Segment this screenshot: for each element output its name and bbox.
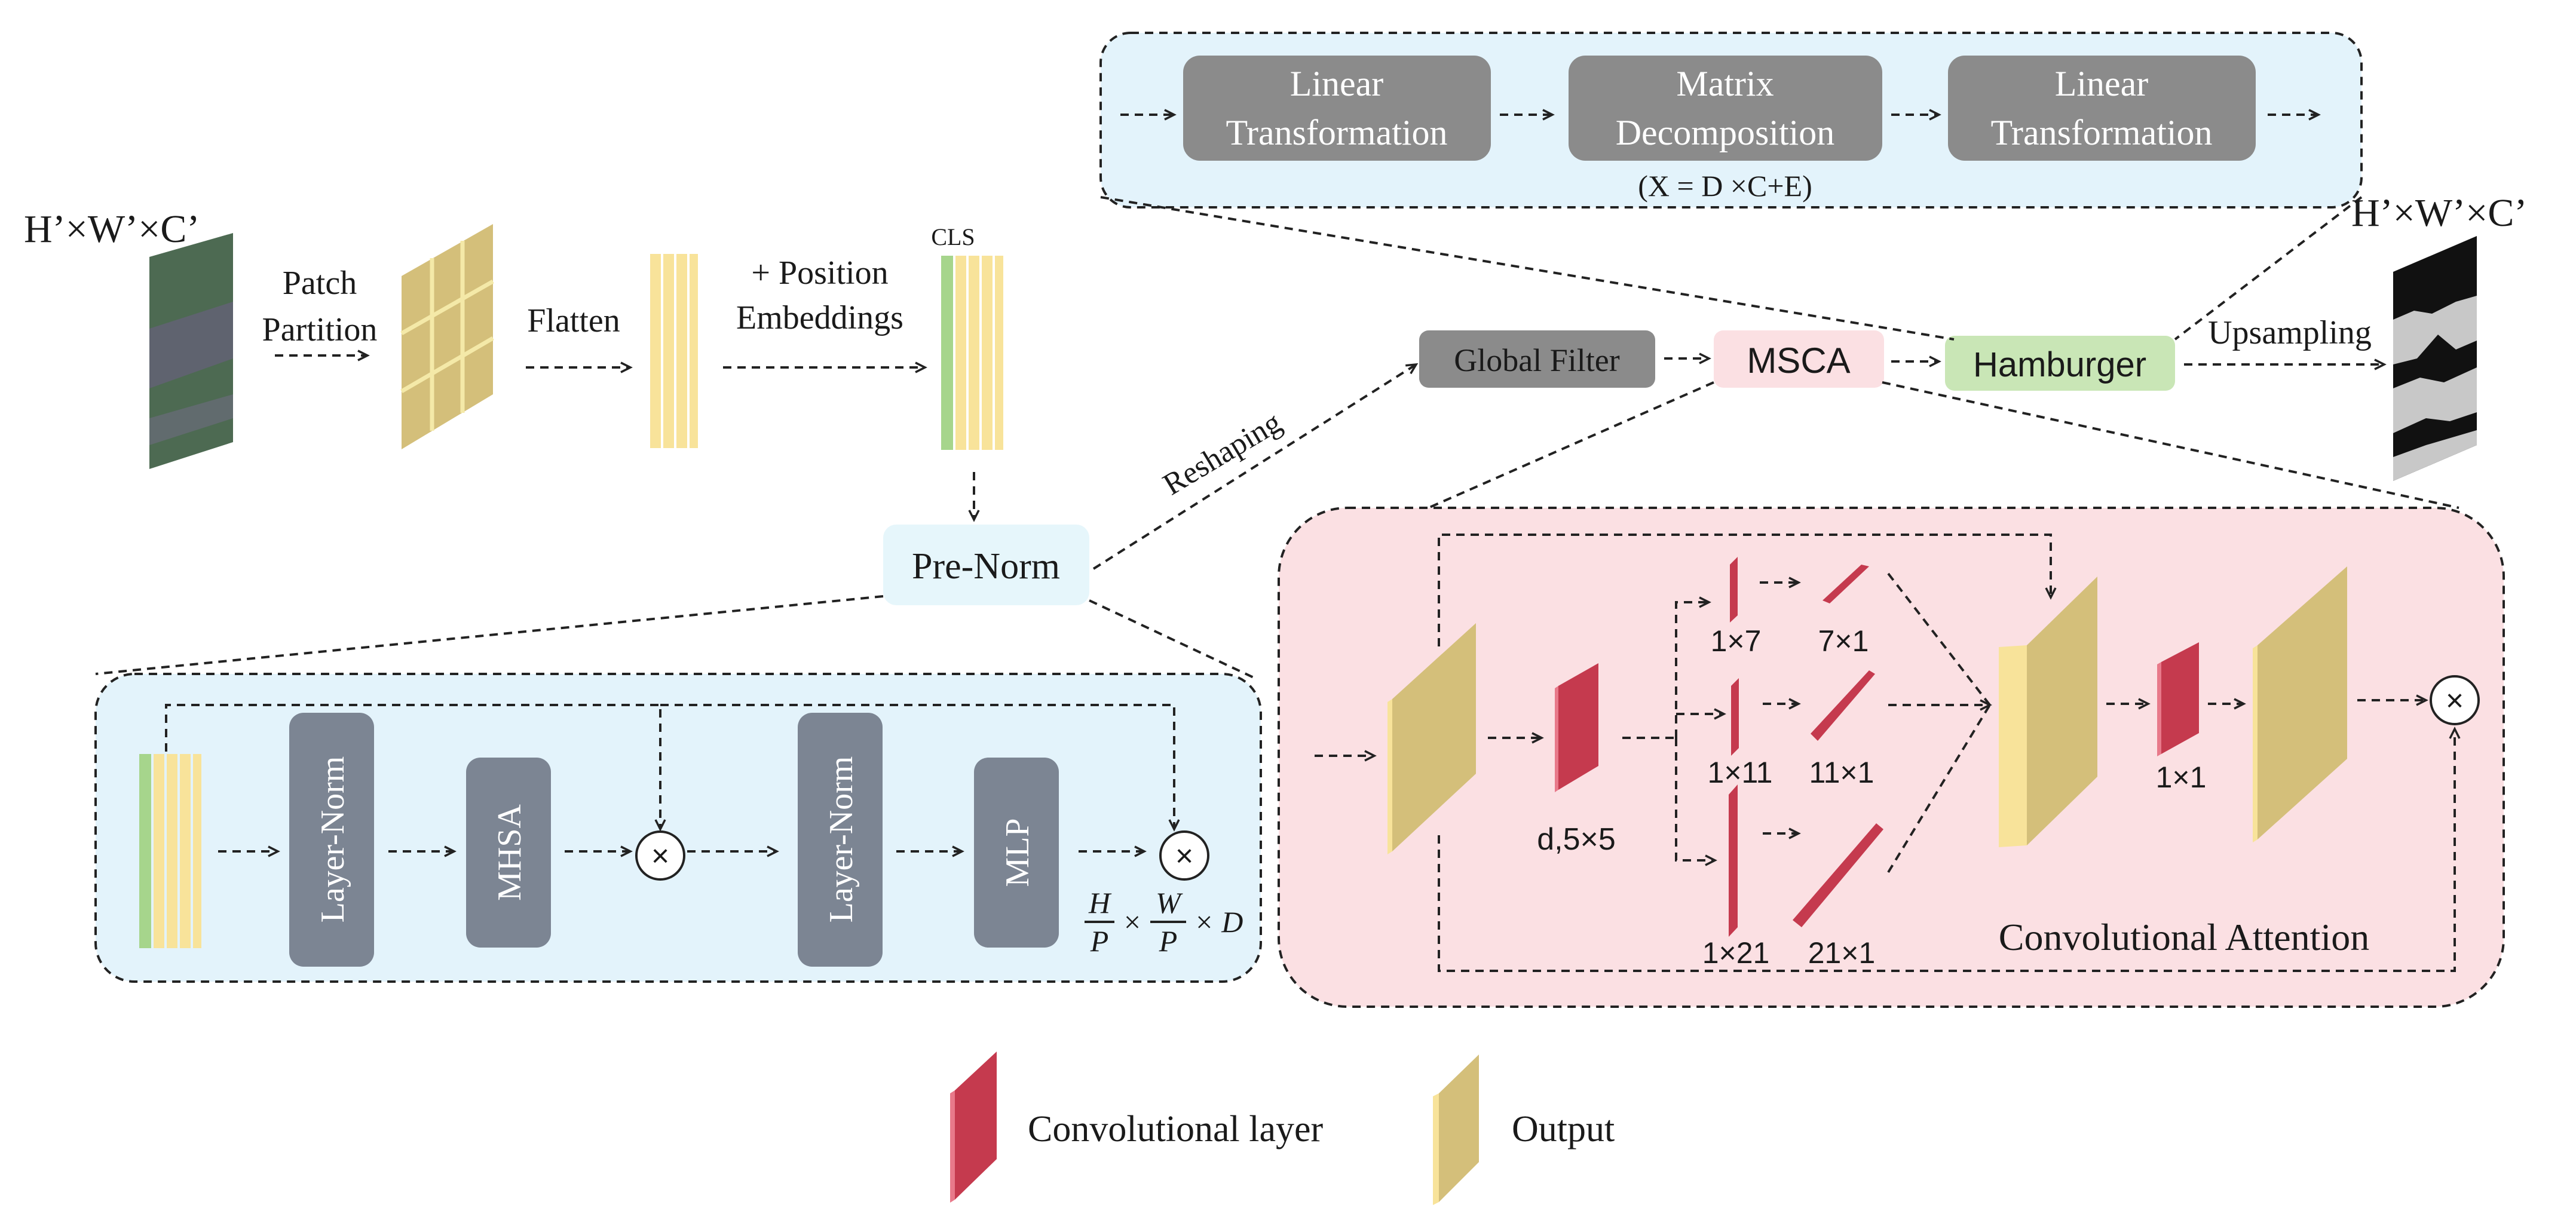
mlp-box [974, 758, 1059, 948]
hamburger-label: Hamburger [1973, 345, 2146, 384]
multiply-node-1 [635, 830, 685, 881]
matrix-decomposition-box [1569, 56, 1882, 161]
multiply-sign-1: × [651, 839, 669, 873]
attention-output-map [2253, 566, 2347, 842]
pre-norm-box [883, 525, 1089, 605]
svg-text:H: H [1088, 886, 1112, 919]
linear2-line1: Linear [2055, 64, 2149, 103]
legend-output-swatch [1433, 1055, 1479, 1205]
conv-attention-panel-bg [1278, 507, 2505, 1008]
conv-attention-title: Convolutional Attention [1999, 916, 2369, 958]
patch-label-2: Partition [262, 311, 378, 348]
input-dims: H’×W’×C’ [24, 207, 200, 251]
svg-text:W: W [1156, 886, 1183, 919]
layer-norm-box-1 [289, 713, 374, 967]
layer-norm-label-2: Layer-Norm [823, 756, 860, 923]
mhsa-label: MHSA [491, 804, 528, 901]
legend-conv-label: Convolutional layer [1028, 1109, 1324, 1150]
linear1-line2: Transformation [1226, 113, 1447, 152]
patch-grid [400, 224, 494, 449]
conv-d5x5 [1555, 663, 1598, 792]
transformer-block: Layer-Norm MHSA × Layer-Norm MLP × H P ×… [94, 673, 1262, 983]
conv-21x1 [1793, 823, 1883, 927]
matrix-line2: Decomposition [1616, 113, 1835, 152]
linear1-line1: Linear [1290, 64, 1384, 103]
k1x7-label: 1×7 [1711, 624, 1762, 658]
msca-box [1714, 330, 1884, 388]
linear2-line2: Transformation [1990, 113, 2212, 152]
d5x5-label: d,5×5 [1537, 822, 1616, 857]
token-dims-formula: H P × W P × D [1085, 886, 1243, 958]
global-filter-label: Global Filter [1454, 342, 1619, 378]
svg-text:P: P [1090, 924, 1109, 958]
svg-text:P: P [1159, 924, 1178, 958]
linear-transformation-box-1 [1183, 56, 1491, 161]
k1x1-label: 1×1 [2156, 761, 2207, 794]
linear-transformation-box-2 [1948, 56, 2256, 161]
k21x1-label: 21×1 [1808, 936, 1876, 970]
flattened-tokens [650, 254, 698, 448]
output-dims: H’×W’×C’ [2351, 191, 2527, 235]
layer-norm-box-2 [798, 713, 883, 967]
global-filter-box [1419, 330, 1655, 388]
transformer-panel-bg [94, 673, 1262, 983]
flatten-label: Flatten [527, 302, 620, 339]
conv-multiply-sign: × [2446, 683, 2464, 718]
conv-multiply-node [2430, 675, 2480, 725]
aggregated-feature-map [1999, 577, 2097, 847]
patch-label-1: Patch [283, 265, 357, 302]
svg-text:×: × [1124, 905, 1141, 939]
hamburger-box [1945, 336, 2175, 391]
legend: Convolutional layer Output [950, 1052, 1615, 1205]
k1x11-label: 1×11 [1708, 756, 1773, 789]
reshaping-label: Reshaping [1157, 405, 1288, 502]
hamburger-detail-panel: Linear Transformation Matrix Decompositi… [1099, 32, 2363, 209]
legend-output-label: Output [1512, 1109, 1615, 1150]
multiply-node-2 [1159, 830, 1209, 881]
msca-label: MSCA [1747, 341, 1850, 381]
input-image-texture [149, 302, 233, 388]
mlp-label: MLP [999, 818, 1036, 887]
k7x1-label: 7×1 [1818, 624, 1869, 658]
output-mask [2393, 236, 2477, 481]
legend-conv-swatch [950, 1052, 997, 1203]
matrix-line1: Matrix [1676, 64, 1774, 103]
k11x1-label: 11×1 [1809, 756, 1874, 789]
conv-1x11 [1731, 678, 1739, 756]
conv-11x1 [1811, 670, 1875, 741]
mhsa-box [466, 758, 551, 948]
conv-7x1 [1823, 565, 1869, 603]
upsampling-label: Upsampling [2208, 314, 2372, 351]
position-label-1: + Position [751, 255, 888, 292]
cls-label: CLS [931, 223, 975, 250]
input-row: H’×W’×C’ Patch Partition Flatten + Posit… [24, 207, 1003, 522]
tokens-with-cls [941, 256, 1003, 450]
conv-1x21 [1729, 784, 1738, 937]
svg-text:× D: × D [1194, 905, 1243, 939]
convolutional-attention-block: d,5×5 1×7 7×1 1×11 11×1 1×21 21×1 [1278, 507, 2505, 1008]
layer-norm-label-1: Layer-Norm [314, 756, 351, 923]
pre-norm-label: Pre-Norm [912, 546, 1060, 587]
position-label-2: Embeddings [736, 299, 903, 336]
conv-input-feature-map [1387, 623, 1476, 854]
matrix-formula: (X = D ×C+E) [1638, 169, 1812, 203]
k1x21-label: 1×21 [1702, 936, 1770, 970]
multiply-sign-2: × [1175, 839, 1193, 873]
conv-1x7 [1730, 557, 1738, 623]
conv-1x1 [2157, 642, 2199, 756]
